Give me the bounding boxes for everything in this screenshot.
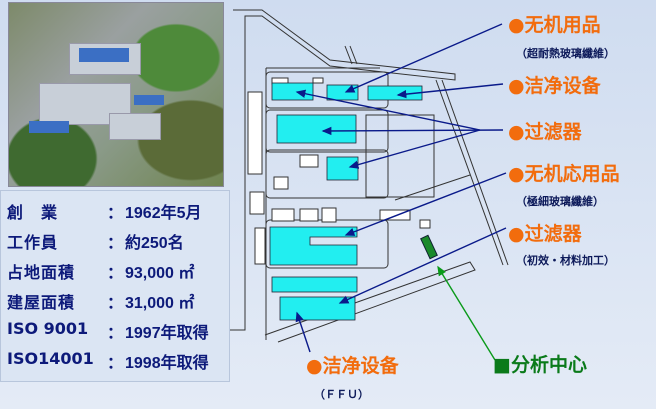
label-inorganic-applied: ●无机応用品 xyxy=(508,163,620,185)
company-info-panel: 創 業：1962年5月 工作員：約250名 占地面積：93,000 ㎡ 建屋面積… xyxy=(0,190,230,382)
callout-arrows xyxy=(295,23,507,353)
building-f xyxy=(269,226,358,266)
label-inorganic-applied-sub: （極細玻璃纖維） xyxy=(516,195,604,208)
info-row-site-area: 占地面積：93,000 ㎡ xyxy=(7,263,195,282)
building-g xyxy=(271,276,358,293)
building-e xyxy=(326,156,359,181)
info-row-building-area: 建屋面積：31,000 ㎡ xyxy=(7,293,195,312)
analysis-arrow xyxy=(437,265,496,361)
building-b xyxy=(326,84,359,101)
label-analysis-center: ■分析中心 xyxy=(493,354,587,376)
info-row-iso14001: ISO14001：1998年取得 xyxy=(7,349,209,372)
label-filter: ●过滤器 xyxy=(508,121,582,143)
info-row-iso9001: ISO 9001：1997年取得 xyxy=(7,319,209,342)
building-a xyxy=(271,82,314,101)
label-filter-2: ●过滤器 xyxy=(508,223,582,245)
buildings xyxy=(269,82,423,321)
building-h xyxy=(279,296,356,321)
label-ffu-sub: （ＦＦＵ） xyxy=(314,388,369,401)
label-clean-equipment: ●洁净设备 xyxy=(508,75,601,97)
site-roads xyxy=(230,9,509,343)
label-inorganic-products: ●无机用品 xyxy=(508,14,601,36)
label-clean-equipment-ffu: ●洁净设备 xyxy=(306,355,399,377)
aerial-photo xyxy=(8,2,224,187)
analysis-center-building xyxy=(420,234,438,260)
label-filter-2-sub: （初效・材料加工） xyxy=(516,254,615,267)
building-d xyxy=(276,114,357,144)
label-inorganic-sub: （超耐熱玻璃纖維） xyxy=(516,47,615,60)
info-row-employees: 工作員：約250名 xyxy=(7,233,184,252)
info-row-founded: 創 業：1962年5月 xyxy=(7,203,202,222)
